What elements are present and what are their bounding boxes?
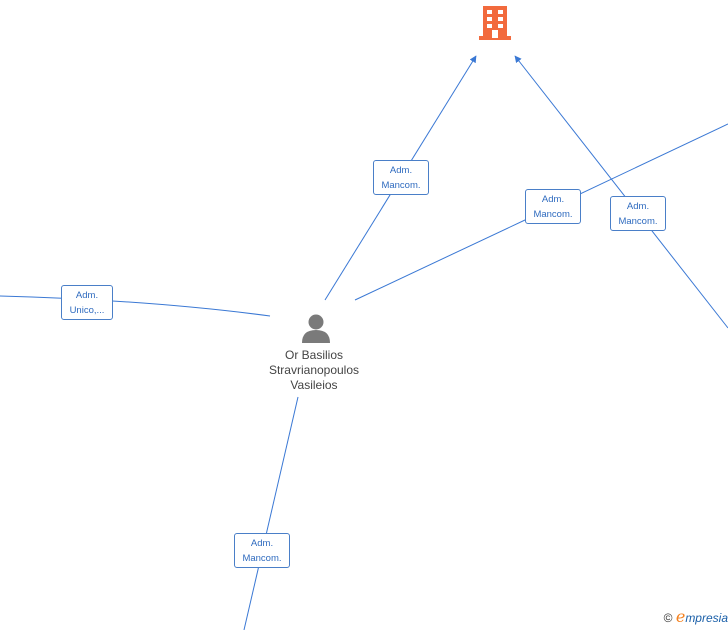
edge-label-line: Mancom. xyxy=(242,553,282,564)
edge-label-adm-mancom[interactable]: Adm. Mancom. xyxy=(525,189,581,224)
edge-label-line: Mancom. xyxy=(618,216,658,227)
edge-label-line: Adm. xyxy=(250,538,274,549)
edge-label-adm-mancom[interactable]: Adm. Mancom. xyxy=(234,533,290,568)
person-name-line-3: Vasileios xyxy=(290,378,338,392)
edge-label-adm-mancom[interactable]: Adm. Mancom. xyxy=(610,196,666,231)
edge-label-line: Adm. xyxy=(389,165,413,176)
edge-right-to-company xyxy=(514,55,728,329)
footer-brand: © empresia xyxy=(664,607,728,626)
building-icon[interactable] xyxy=(479,6,511,40)
edge-label-line: Mancom. xyxy=(381,180,421,191)
edge-label-adm-mancom[interactable]: Adm. Mancom. xyxy=(373,160,429,195)
person-name-line-1: Or Basilios xyxy=(284,348,343,362)
person-icon[interactable] xyxy=(302,314,330,344)
brand-logo-text: mpresia xyxy=(685,611,728,625)
brand-logo-initial: e xyxy=(675,607,686,626)
person-name-line-2: Stravrianopoulos xyxy=(268,363,360,377)
edge-label-adm-unico[interactable]: Adm. Unico,... xyxy=(61,285,113,320)
edge-label-line: Mancom. xyxy=(533,209,573,220)
edge-label-line: Adm. xyxy=(75,290,99,301)
edge-label-line: Adm. xyxy=(626,201,650,212)
edge-bottom-to-person xyxy=(243,396,299,630)
edge-left-to-person xyxy=(0,295,271,317)
copyright-symbol: © xyxy=(663,611,673,625)
edge-label-line: Adm. xyxy=(541,194,565,205)
person-name[interactable]: Or Basilios Stravrianopoulos Vasileios xyxy=(244,348,384,393)
edge-label-line: Unico,... xyxy=(69,305,105,316)
